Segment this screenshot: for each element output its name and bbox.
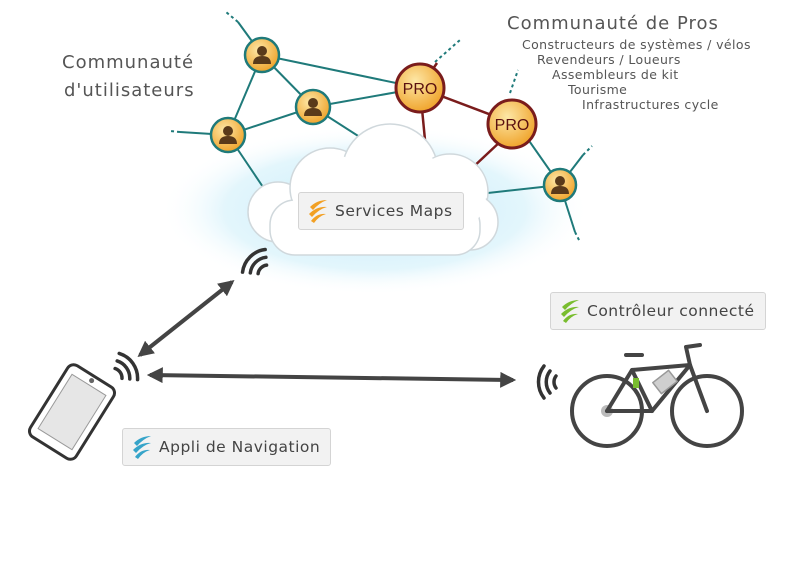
controller-text: Contrôleur connecté (587, 302, 755, 320)
pro-badge-text: PRO (495, 117, 530, 134)
bike-icon (570, 343, 744, 448)
network-dashed-ends (169, 11, 593, 243)
pros-title: Communauté de Pros (507, 13, 719, 34)
user-icon (253, 46, 271, 64)
app-logo-icon (133, 436, 151, 459)
user-icon (551, 176, 569, 194)
users-title-line1: Communauté (62, 52, 195, 73)
controller-label: Contrôleur connecté (550, 292, 766, 330)
services-maps-text: Services Maps (335, 202, 453, 220)
user-node (294, 88, 332, 126)
arrow-icon (137, 280, 235, 357)
user-node (243, 36, 281, 74)
pros-item: Infrastructures cycle (582, 97, 719, 112)
services-maps-label: Services Maps (298, 192, 464, 230)
arrow-icon (146, 367, 517, 388)
controller-logo-icon (561, 300, 579, 323)
users-title-line2: d'utilisateurs (64, 80, 195, 101)
app-navigation-label: Appli de Navigation (122, 428, 332, 466)
pros-item: Revendeurs / Loueurs (537, 52, 681, 67)
wifi-icon (113, 351, 140, 382)
pros-item: Constructeurs de systèmes / vélos (522, 37, 751, 52)
pros-item: Assembleurs de kit (552, 67, 679, 82)
wifi-icon (536, 364, 558, 400)
pro-node: PRO (394, 62, 446, 114)
pros-item: Tourisme (568, 82, 628, 97)
user-node (542, 167, 578, 203)
pro-badge-text: PRO (403, 81, 438, 98)
user-icon (219, 126, 237, 144)
tablet-icon (27, 363, 117, 461)
services-logo-icon (309, 200, 327, 223)
user-icon (304, 98, 322, 116)
user-node (209, 116, 247, 154)
pro-node: PRO (486, 98, 538, 150)
app-navigation-text: Appli de Navigation (159, 438, 321, 456)
